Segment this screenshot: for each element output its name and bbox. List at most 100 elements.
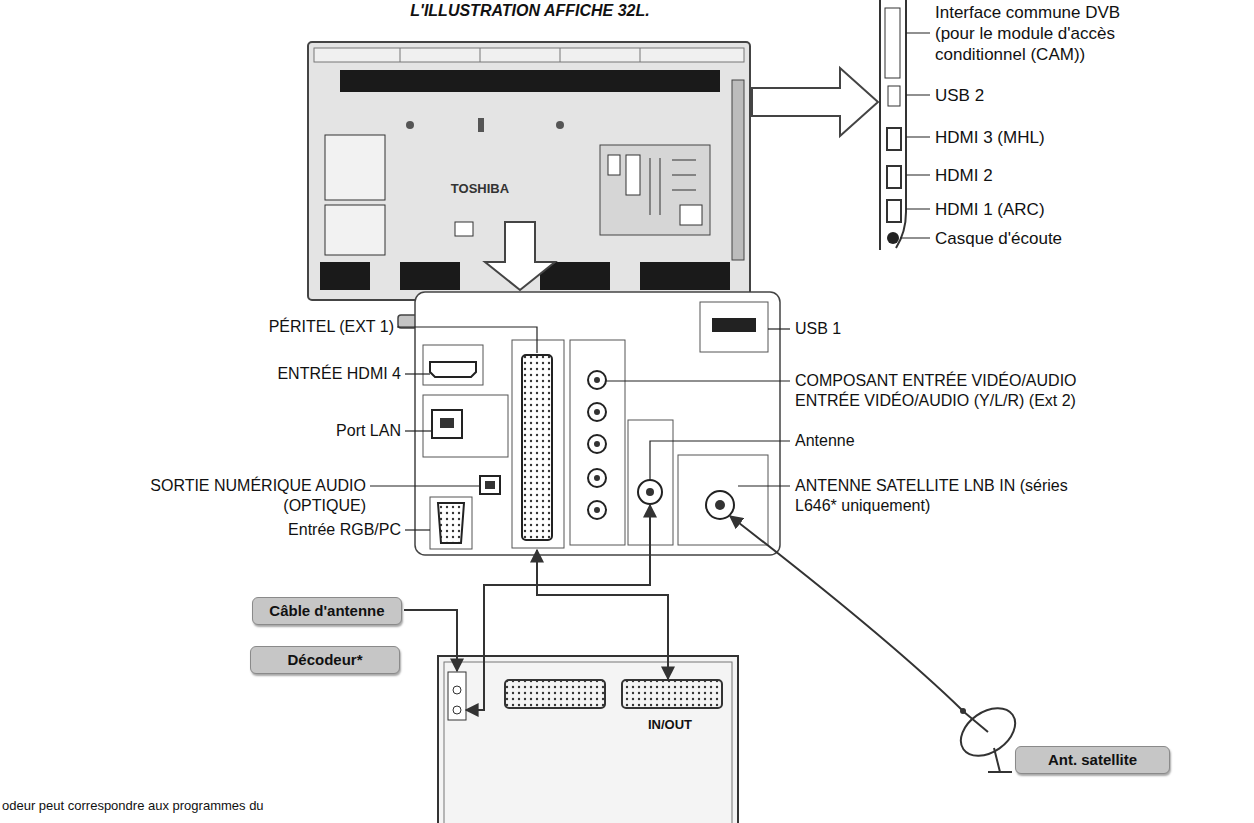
port-label: HDMI 2 xyxy=(935,165,1135,186)
zoom-arrow xyxy=(485,68,878,290)
back-panel-part xyxy=(638,480,662,504)
tv-back-part xyxy=(308,42,750,300)
back-panel-part xyxy=(712,318,756,332)
tv-back-part xyxy=(556,121,564,129)
back-panel-part xyxy=(423,395,508,457)
connector-label: IN/OUT xyxy=(635,716,705,733)
side-panel-part xyxy=(887,166,901,188)
leader-line-part xyxy=(738,485,790,486)
satellite-dish-part xyxy=(988,748,1012,772)
tv-back-part xyxy=(406,121,414,129)
leader-line-part xyxy=(405,373,430,374)
decoder-box-part xyxy=(453,706,461,714)
back-panel-part xyxy=(522,355,552,540)
tag-box: Câble d'antenne xyxy=(252,597,402,625)
decoder-box-part xyxy=(622,680,722,708)
side-panel-part xyxy=(900,33,930,238)
leader-line-part xyxy=(405,529,430,530)
back-panel-part xyxy=(440,418,454,428)
leader-line-part xyxy=(405,430,432,431)
tv-back-part xyxy=(340,70,720,92)
cable-wire-part xyxy=(404,610,457,671)
leader-line-part xyxy=(606,380,790,381)
tv-back-part xyxy=(400,262,460,290)
side-panel-part xyxy=(887,200,901,222)
cable-wire-part xyxy=(466,505,650,710)
side-panel-part xyxy=(885,8,900,78)
cable-wire-part xyxy=(730,516,962,710)
back-panel-part xyxy=(480,476,500,494)
back-panel-part xyxy=(678,455,768,545)
tv-back-part xyxy=(600,145,710,235)
tv-back-part xyxy=(732,80,744,260)
zoom-arrow-part xyxy=(752,68,878,136)
tv-back-part xyxy=(640,262,730,290)
tv-back-part xyxy=(455,222,473,236)
port-label: Interface commune DVB (pour le module d'… xyxy=(935,2,1150,65)
tv-back-part xyxy=(325,205,385,255)
back-panel-part xyxy=(438,503,464,543)
figure-heading: L'ILLUSTRATION AFFICHE 32L. xyxy=(330,1,730,21)
leader-line-part xyxy=(397,327,537,353)
tv-back xyxy=(308,42,750,300)
satellite-dish xyxy=(952,698,1024,772)
side-panel-part xyxy=(887,232,899,244)
back-panel-part xyxy=(512,340,564,548)
back-panel-part xyxy=(430,497,472,549)
decoder-box-part xyxy=(448,672,466,720)
tv-back-part xyxy=(478,118,484,132)
port-label: Casque d'écoute xyxy=(935,228,1135,249)
tv-back-part xyxy=(626,155,640,195)
tag-text: Décodeur* xyxy=(287,651,362,669)
leader-line-part xyxy=(650,441,790,480)
cable-wire-part xyxy=(537,550,668,679)
tag-text: Câble d'antenne xyxy=(269,602,384,620)
port-label: USB 1 xyxy=(795,319,995,339)
tag-text: Ant. satellite xyxy=(1048,751,1137,769)
side-panel xyxy=(880,0,930,250)
zoom-arrow-part xyxy=(485,222,555,290)
tv-back-part xyxy=(608,155,620,175)
port-label: ENTRÉE HDMI 4 xyxy=(181,364,401,384)
port-label: USB 2 xyxy=(935,85,1135,106)
tv-back-part xyxy=(400,48,640,62)
tv-back-part xyxy=(325,135,385,200)
side-panel-part xyxy=(888,86,900,106)
port-label: Entrée RGB/PC xyxy=(181,520,401,540)
port-label: Port LAN xyxy=(181,421,401,441)
tv-back-part xyxy=(314,48,744,62)
port-label: HDMI 3 (MHL) xyxy=(935,127,1135,148)
satellite-dish-part xyxy=(964,712,988,732)
tv-back-part xyxy=(680,205,702,225)
tag-box: Ant. satellite xyxy=(1015,746,1170,774)
leader-line xyxy=(370,327,790,530)
satellite-dish-part xyxy=(960,708,966,714)
port-label: COMPOSANT ENTRÉE VIDÉO/AUDIO ENTRÉE VIDÉ… xyxy=(795,371,1140,411)
decoder-box-part xyxy=(505,680,605,708)
side-panel-part xyxy=(887,128,901,150)
back-panel-part xyxy=(570,340,625,545)
port-label: Antenne xyxy=(795,431,995,451)
satellite-dish-part xyxy=(952,698,1024,765)
back-panel-part xyxy=(700,302,768,352)
back-panel-part xyxy=(715,500,725,510)
decoder-box-part xyxy=(453,686,461,694)
back-panel-part xyxy=(415,292,780,555)
port-label: SORTIE NUMÉRIQUE AUDIO (OPTIQUE) xyxy=(106,476,366,516)
cable-wire xyxy=(404,505,962,710)
brand-logo: TOSHIBA xyxy=(430,180,530,197)
tag-box: Décodeur* xyxy=(250,646,400,674)
leader-line-part xyxy=(768,328,790,329)
side-panel-part xyxy=(880,0,906,250)
back-panel-part xyxy=(594,377,600,513)
tv-back-part xyxy=(320,262,370,290)
port-label: PÉRITEL (EXT 1) xyxy=(174,317,394,337)
back-panel-part xyxy=(430,362,476,377)
decoder-box-part xyxy=(444,662,732,823)
back-panel-part xyxy=(646,488,654,496)
back-panel-part xyxy=(432,410,462,438)
port-label: HDMI 1 (ARC) xyxy=(935,199,1135,220)
port-label: ANTENNE SATELLITE LNB IN (séries L646* u… xyxy=(795,476,1080,516)
